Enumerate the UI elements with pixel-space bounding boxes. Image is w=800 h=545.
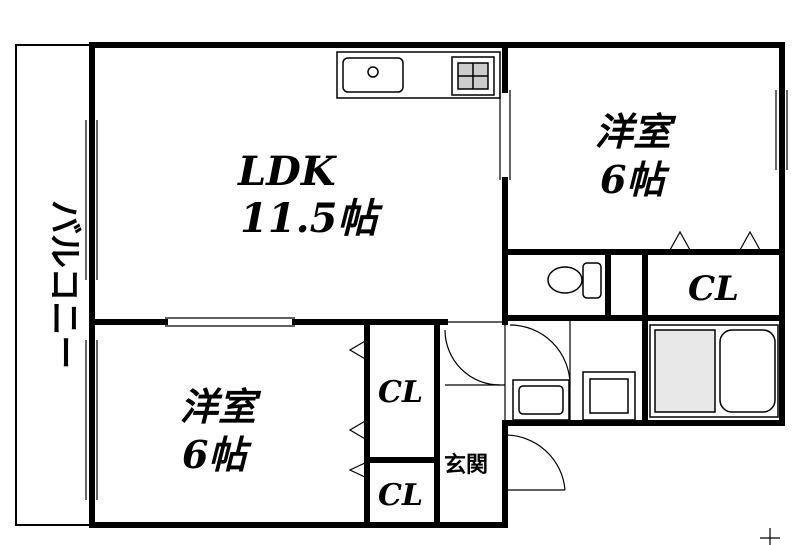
ldk-name-label: LDK — [237, 148, 338, 195]
north-marker — [760, 528, 780, 545]
ldk-size-label: 11.5帖 — [240, 195, 383, 242]
balcony-label-group: バルコニー — [44, 200, 84, 369]
toilet — [547, 262, 602, 299]
western-room-1-name-label: 洋室 — [595, 109, 677, 154]
thin-lines — [85, 90, 788, 500]
entrance-label: 玄関 — [444, 452, 488, 478]
western-room-2-size-label: 6帖 — [182, 432, 252, 477]
washroom-fixtures — [512, 371, 636, 421]
closet-label-middle: CL — [378, 375, 423, 410]
closet-label-upper-right: CL — [688, 269, 739, 309]
balcony-label: バルコニー — [44, 200, 84, 369]
kitchen-counter — [336, 51, 501, 99]
walls — [89, 42, 785, 528]
closet-label-lower: CL — [378, 478, 423, 513]
western-room-1-size-label: 6帖 — [600, 157, 670, 202]
western-room-2-name-label: 洋室 — [180, 384, 262, 429]
bathtub — [649, 324, 779, 418]
